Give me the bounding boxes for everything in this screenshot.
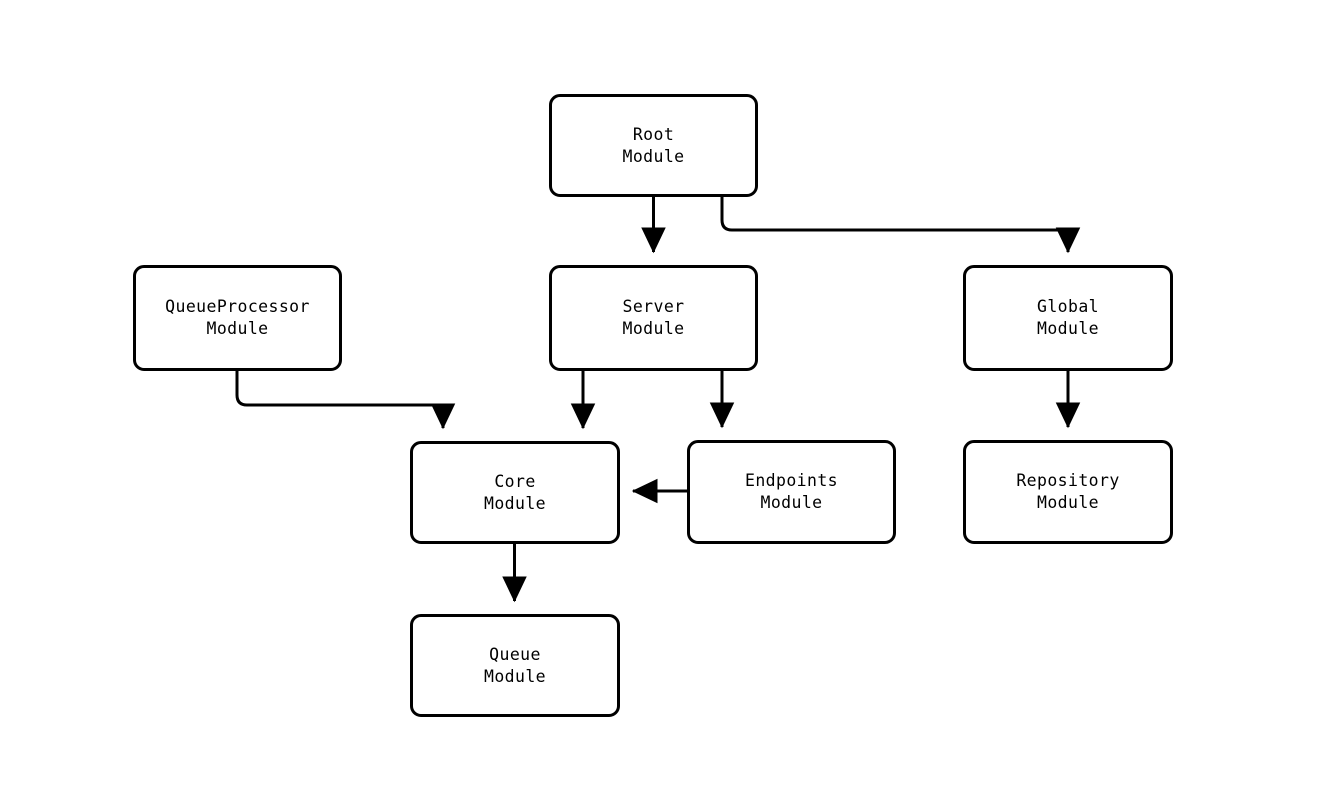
node-endpoints-module-line1: Endpoints xyxy=(744,471,838,490)
edge-queueprocessor-to-core xyxy=(235,371,456,430)
node-root-module-line1: Root xyxy=(632,124,675,144)
node-global-module[interactable]: Global Module xyxy=(963,265,1173,371)
node-queueprocessor-module-line2: Module xyxy=(206,319,269,338)
node-server-module[interactable]: Server Module xyxy=(549,265,758,371)
node-endpoints-module[interactable]: Endpoints Module xyxy=(687,440,896,544)
edge-root-to-global xyxy=(720,197,1081,254)
node-global-module-line1: Global xyxy=(1036,297,1099,316)
node-server-module-line2: Module xyxy=(622,319,685,338)
node-core-module-line2: Module xyxy=(483,493,546,513)
node-repository-module-line1: Repository xyxy=(1016,471,1120,490)
node-server-module-line1: Server xyxy=(622,297,685,316)
node-root-module-line2: Module xyxy=(622,146,685,166)
node-core-module-line1: Core xyxy=(494,471,536,491)
node-queue-module[interactable]: Queue Module xyxy=(410,614,620,717)
node-repository-module[interactable]: Repository Module xyxy=(963,440,1173,544)
node-core-module[interactable]: Core Module xyxy=(410,441,620,544)
node-global-module-line2: Module xyxy=(1036,319,1099,338)
node-queueprocessor-module-line1: QueueProcessor xyxy=(165,297,310,316)
node-queue-module-line1: Queue xyxy=(489,644,541,664)
node-endpoints-module-line2: Module xyxy=(760,493,823,512)
node-queue-module-line2: Module xyxy=(483,666,546,686)
node-root-module[interactable]: Root Module xyxy=(549,94,758,197)
node-queueprocessor-module[interactable]: QueueProcessor Module xyxy=(133,265,342,371)
node-repository-module-line2: Module xyxy=(1036,493,1099,512)
